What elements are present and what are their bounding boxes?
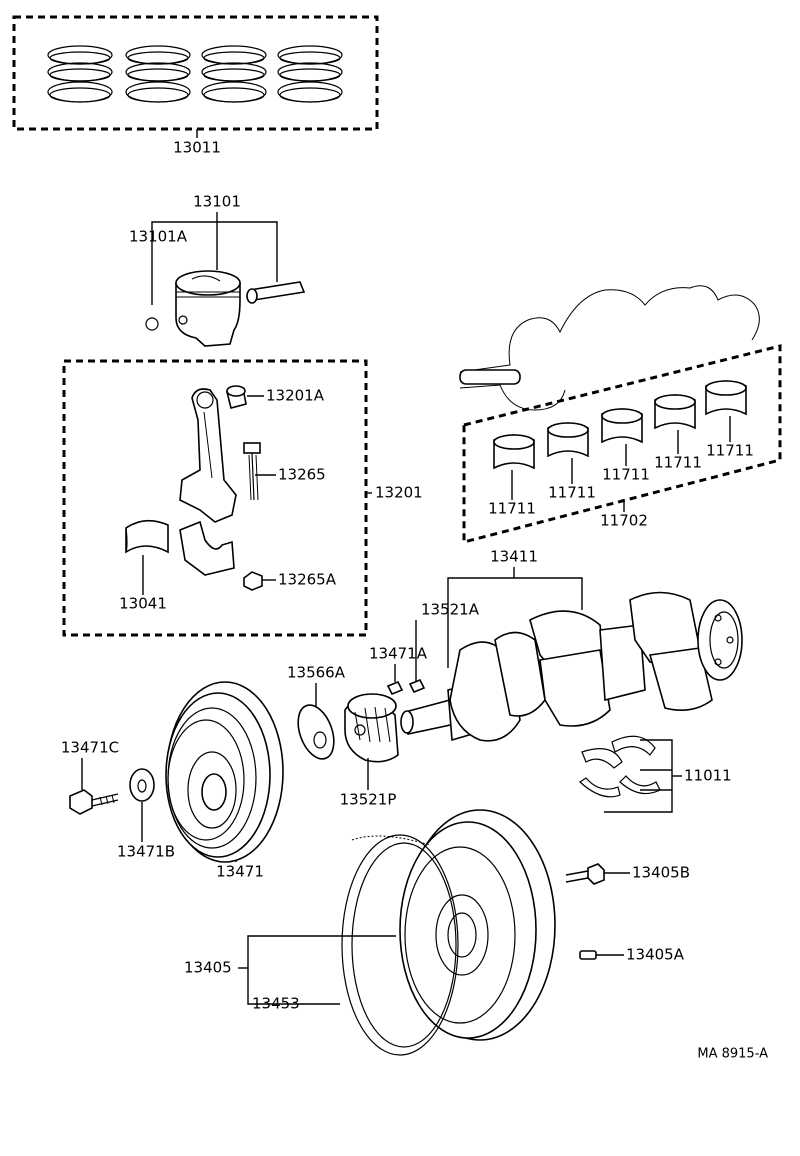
thrust-washers: 11011 [579,735,732,813]
label-13405B: 13405B [632,864,690,882]
label-13521P: 13521P [340,791,397,809]
label-13041: 13041 [119,595,167,613]
piston-ring-set: 13011 [12,15,379,157]
label-13471B: 13471B [117,843,175,861]
label-13521A: 13521A [421,601,480,619]
label-13101A: 13101A [129,228,188,246]
label-13265: 13265 [278,466,326,484]
label-13411: 13411 [490,548,538,566]
label-13265A: 13265A [278,571,337,589]
label-11711-2: 11711 [548,484,596,502]
label-13471: 13471 [216,863,264,881]
label-13011: 13011 [173,139,221,157]
label-11711-5: 11711 [706,442,754,460]
label-13453: 13453 [252,995,300,1013]
label-13405A: 13405A [626,946,685,964]
crankshaft: 13411 13521A 13471A [369,548,743,742]
label-11711-1: 11711 [488,500,536,518]
label-13566A: 13566A [287,664,346,682]
label-11711-4: 11711 [654,454,702,472]
label-13201: 13201 [375,484,423,502]
label-13405: 13405 [184,959,232,977]
crankshaft-pulley: 13471 13471B 13471C [61,681,284,881]
main-bearing-set: 11711 11711 11711 11711 11711 11702 [459,285,782,544]
label-11011: 11011 [684,767,732,785]
label-11711-3: 11711 [602,466,650,484]
flywheel-assembly: 13405 13453 13405B 13405A [184,809,690,1056]
label-13101: 13101 [193,193,241,211]
timing-gear-group: 13566A 13521P [287,664,399,809]
label-13471C: 13471C [61,739,119,757]
label-13471A: 13471A [369,645,428,663]
connecting-rod-assembly: 13201A 13265 13201 13041 13265A [62,359,423,637]
piston-assembly: 13101 13101A [129,193,306,347]
figure-reference: MA 8915-A [697,1047,768,1062]
label-11702: 11702 [600,512,648,530]
label-13201A: 13201A [266,387,325,405]
